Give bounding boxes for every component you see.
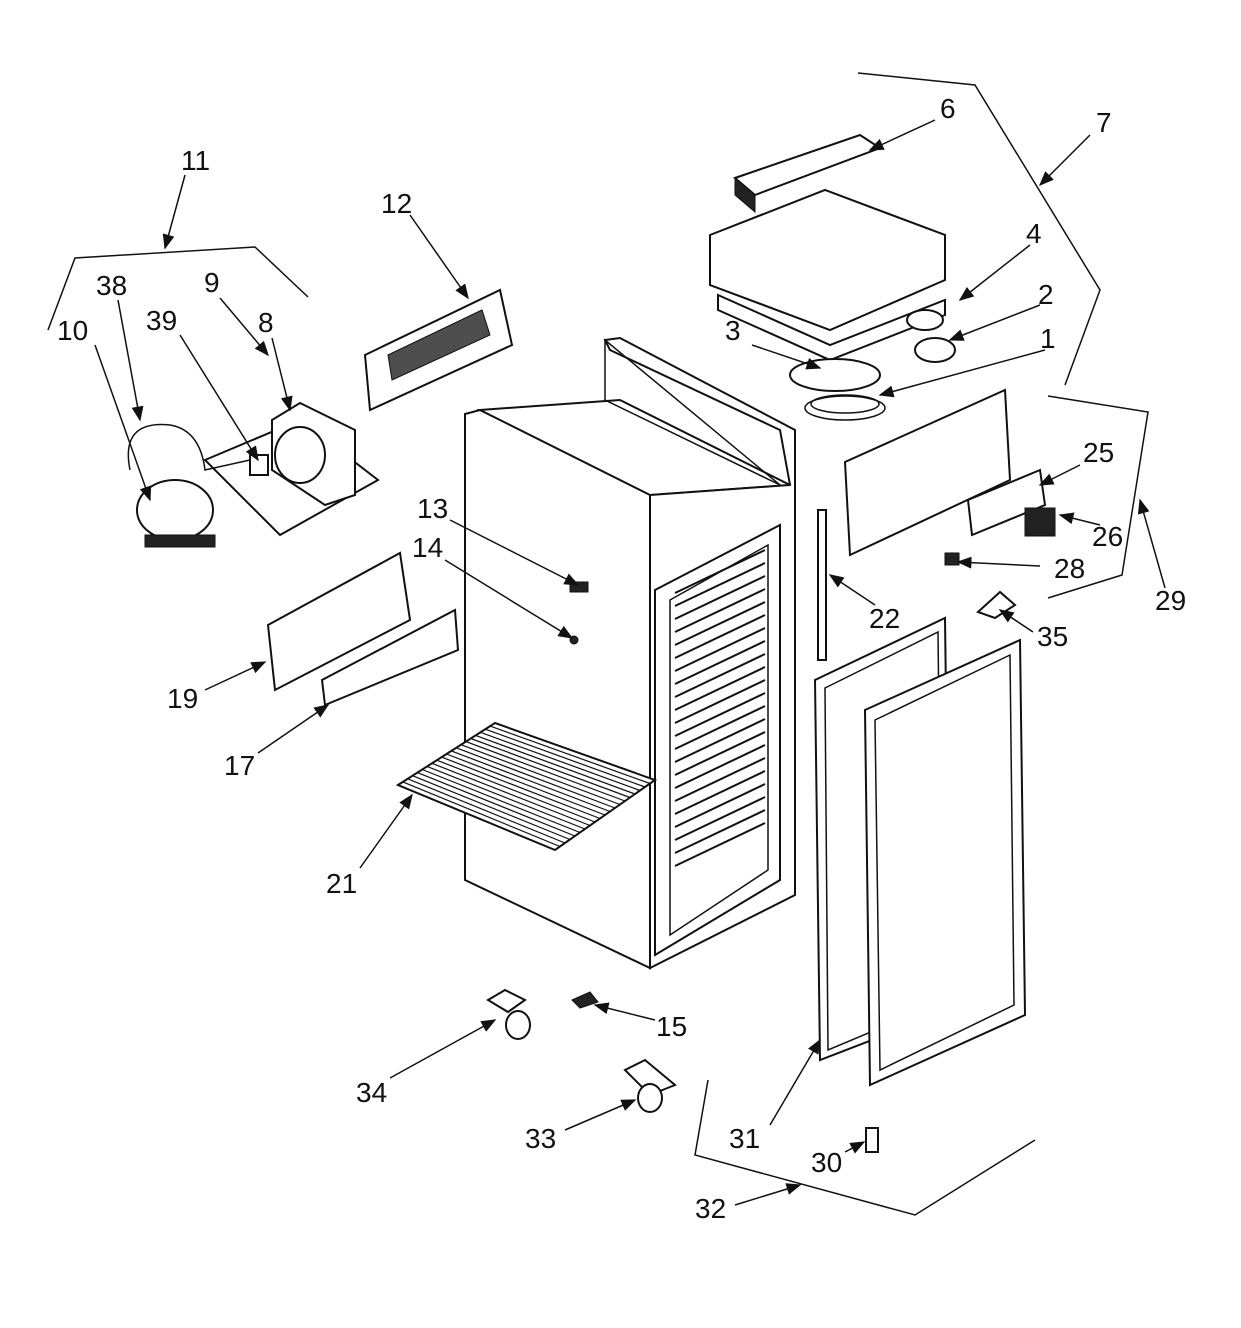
- callout-28: 28: [1054, 553, 1085, 584]
- shelf-rail: [674, 783, 766, 828]
- shelf-wire: [431, 762, 591, 827]
- bracket-group-11: [47, 246, 309, 331]
- callout-39: 39: [146, 305, 177, 336]
- callout-19: 19: [167, 683, 198, 714]
- bracket-part: [569, 581, 589, 593]
- callout-14: 14: [412, 532, 443, 563]
- shelf-rail: [674, 796, 766, 841]
- shelf-wire: [417, 772, 576, 837]
- shelf-wire: [441, 756, 601, 820]
- callout-33: 33: [525, 1123, 556, 1154]
- callout-10: 10: [57, 315, 88, 346]
- bracket-group-29: [1047, 395, 1149, 599]
- callout-11: 11: [181, 145, 210, 176]
- shelf-rail: [674, 601, 766, 646]
- shelf-rail: [674, 679, 766, 724]
- shelf-rails: [674, 549, 766, 867]
- shelf-wire: [465, 741, 626, 802]
- door-strip: [817, 509, 827, 661]
- shelf-rail: [674, 822, 766, 867]
- callout-6: 6: [940, 93, 956, 124]
- callout-labels: 1 2 3 4 6 7 8 9 10 11 12 13 14 15 17 19 …: [57, 93, 1186, 1224]
- callout-32: 32: [695, 1193, 726, 1224]
- callout-1: 1: [1040, 323, 1056, 354]
- shelf-wire: [451, 750, 611, 813]
- shelf-rail: [674, 653, 766, 698]
- callout-21: 21: [326, 868, 357, 899]
- shelf-wire: [489, 725, 651, 785]
- callout-30: 30: [811, 1147, 842, 1178]
- callout-15: 15: [656, 1011, 687, 1042]
- shelf-rail: [674, 549, 766, 594]
- shelf-wire: [402, 781, 561, 848]
- callout-31: 31: [729, 1123, 760, 1154]
- wire-shelf: [395, 721, 658, 852]
- louvred-panel: [363, 288, 514, 412]
- fan-assembly: [789, 309, 956, 421]
- shelf-wire: [446, 753, 606, 816]
- shelf-rail: [674, 809, 766, 854]
- shelf-wire: [480, 731, 641, 792]
- door: [863, 638, 1027, 1087]
- shelf-rail: [674, 640, 766, 685]
- callout-3: 3: [725, 315, 741, 346]
- hinge-part: [865, 1127, 879, 1153]
- shelf-rail: [674, 744, 766, 789]
- shelf-rail: [674, 718, 766, 763]
- control-panel: [843, 388, 1056, 620]
- callout-2: 2: [1038, 279, 1054, 310]
- callout-12: 12: [381, 188, 412, 219]
- callout-26: 26: [1092, 521, 1123, 552]
- callout-7: 7: [1096, 107, 1112, 138]
- shelf-wire: [426, 765, 586, 830]
- callout-29: 29: [1155, 585, 1186, 616]
- shelf-rail: [674, 575, 766, 620]
- shelf-wire: [485, 728, 646, 788]
- front-grille: [266, 551, 412, 692]
- shelf-rail: [674, 731, 766, 776]
- callout-22: 22: [869, 603, 900, 634]
- shelf-rail: [674, 614, 766, 659]
- condensing-unit: [127, 401, 380, 548]
- shelf-wire: [475, 734, 636, 795]
- callout-34: 34: [356, 1077, 387, 1108]
- bracket-group-32: [694, 1079, 1036, 1216]
- shelf-rail: [674, 562, 766, 607]
- shelf-rail: [674, 770, 766, 815]
- callout-9: 9: [204, 267, 220, 298]
- shelf-rail: [674, 627, 766, 672]
- callout-17: 17: [224, 750, 255, 781]
- leader-lines: [94, 119, 1166, 1206]
- bracket-group-7: [857, 72, 1101, 386]
- shelf-wire: [412, 775, 571, 841]
- shelf-wire: [470, 737, 631, 799]
- callout-38: 38: [96, 270, 127, 301]
- callout-4: 4: [1026, 218, 1042, 249]
- shelf-rail: [674, 692, 766, 737]
- callout-35: 35: [1037, 621, 1068, 652]
- cabinet-body: [464, 336, 796, 970]
- shelf-rail: [674, 705, 766, 750]
- shelf-rail: [674, 588, 766, 633]
- filter-panel: [320, 608, 460, 707]
- castor-wheels: [486, 988, 677, 1113]
- callout-25: 25: [1083, 437, 1114, 468]
- evaporator-assembly: [709, 133, 946, 362]
- shelf-wire: [407, 778, 566, 844]
- callout-8: 8: [258, 307, 274, 338]
- shelf-wire: [436, 759, 596, 823]
- shelf-rail: [674, 757, 766, 802]
- shelf-wire: [460, 744, 621, 806]
- shelf-wire: [455, 747, 616, 809]
- shelf-rail: [674, 666, 766, 711]
- callout-13: 13: [417, 493, 448, 524]
- shelf-wire: [422, 768, 581, 834]
